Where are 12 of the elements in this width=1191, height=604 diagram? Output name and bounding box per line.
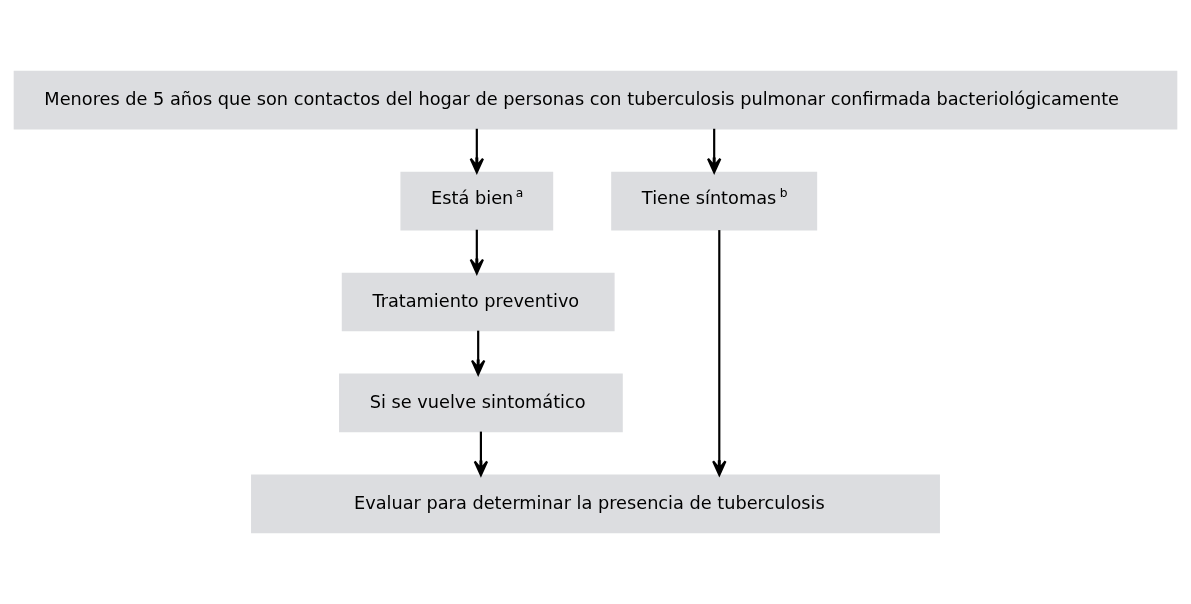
node-box: Tiene síntomas$^{b}$: [611, 171, 818, 231]
node-box: Menores de 5 años que son contactos del hogar de personas con tuberculosis pulmonar confirmada bacteriológicamente: [13, 70, 1178, 130]
node-box: Si se vuelve sintomático: [339, 373, 623, 433]
arrow: [470, 330, 486, 376]
arrow: [473, 431, 489, 477]
arrow: [712, 230, 727, 477]
node-box: Evaluar para determinar la presencia de tuberculosis: [251, 474, 940, 534]
node-box: Tratamiento preventivo: [341, 272, 615, 332]
arrow: [469, 229, 485, 275]
arrow: [469, 128, 485, 174]
arrow: [706, 128, 722, 174]
node-box: Está bien$^{a}$: [400, 171, 554, 231]
